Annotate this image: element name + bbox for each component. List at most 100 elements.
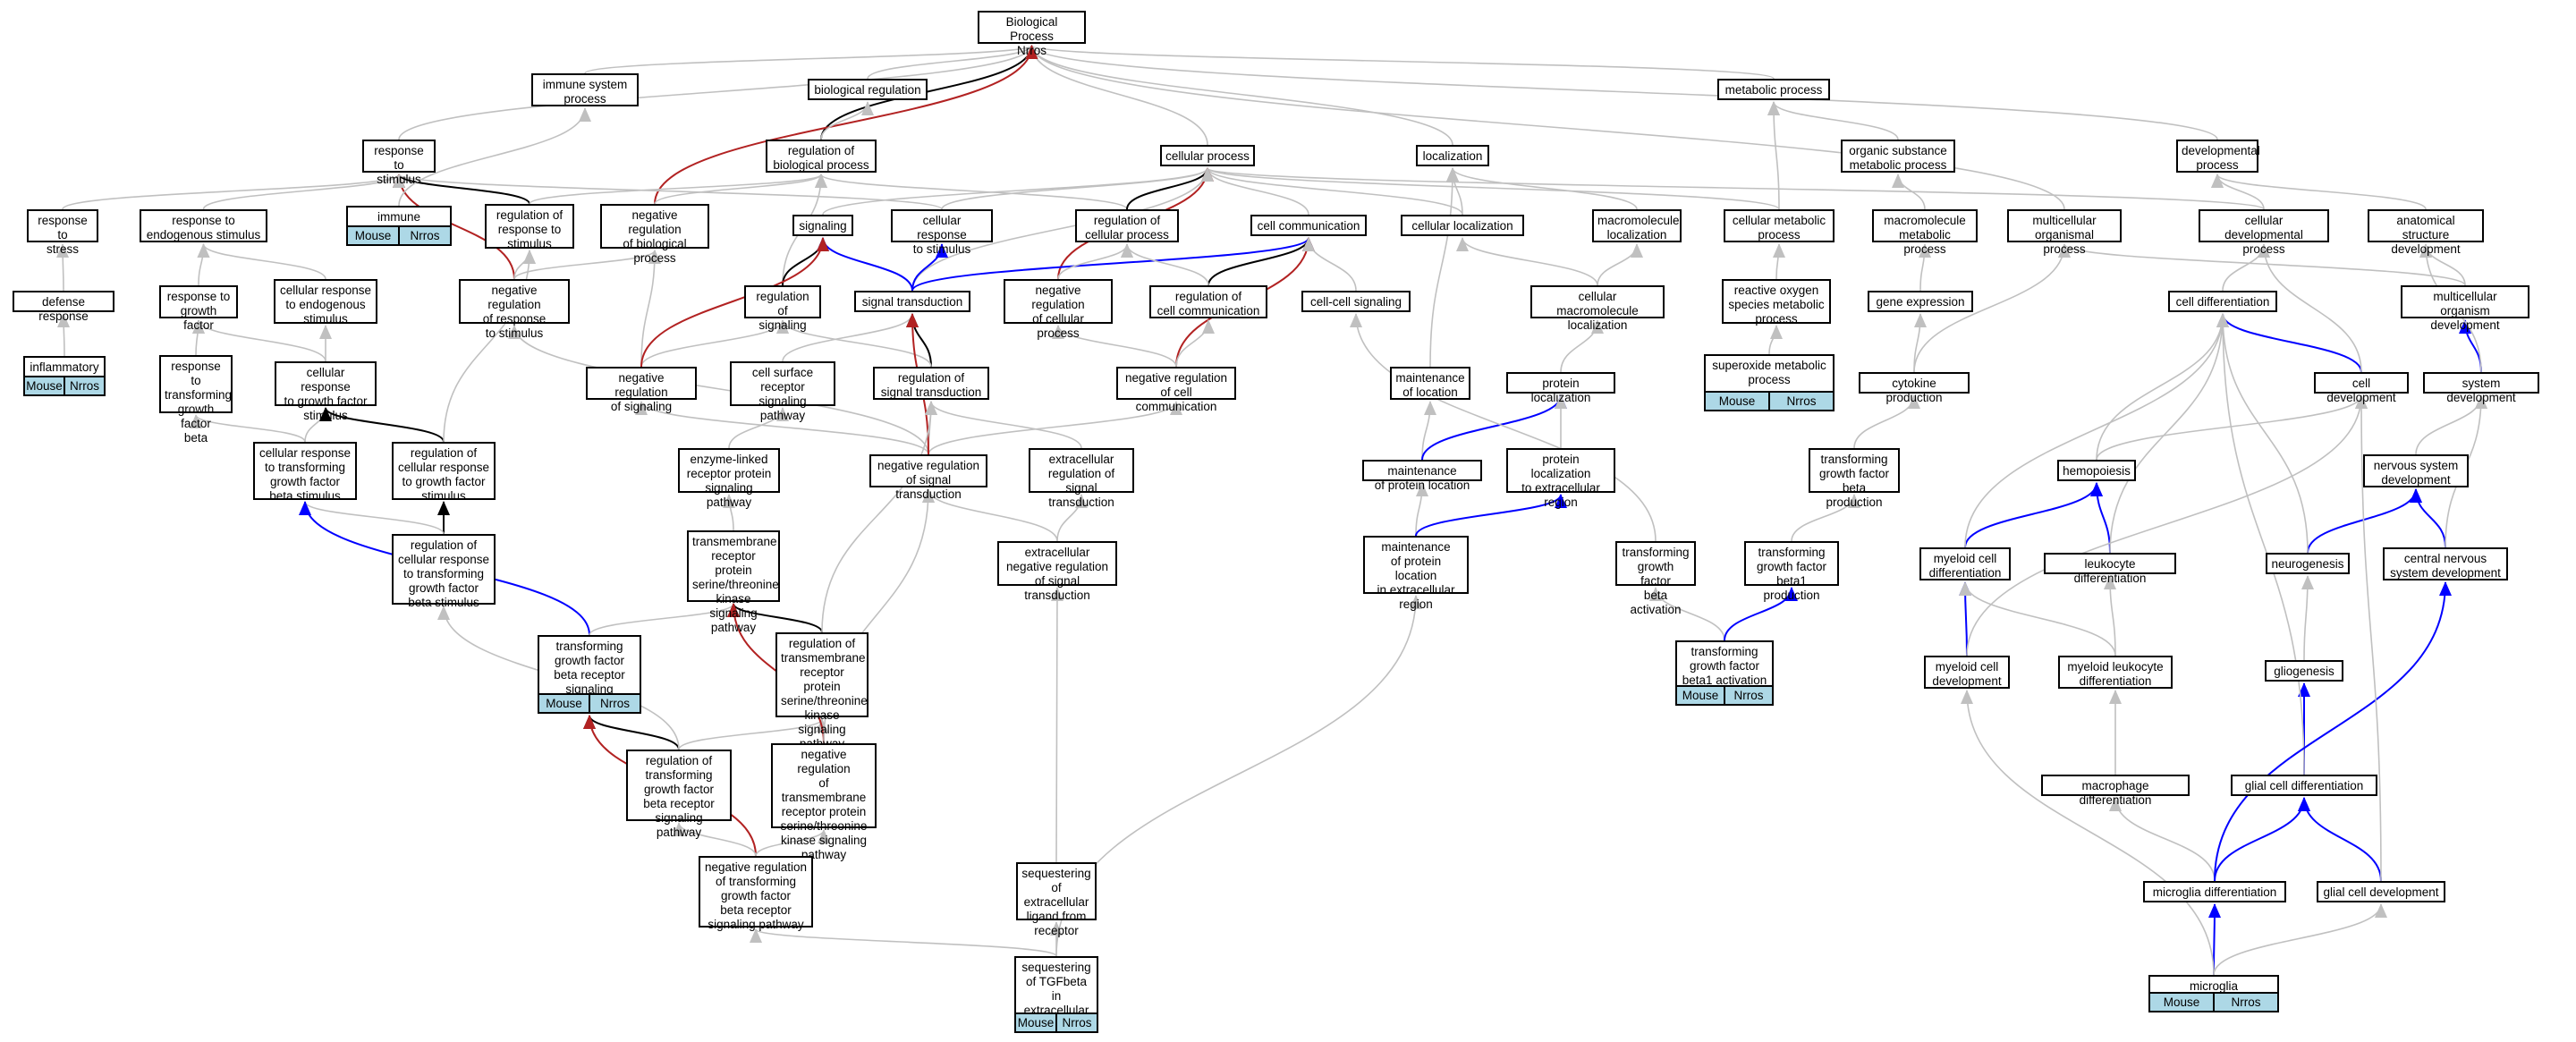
go-term-cellular-developmental-process[interactable]: cellular developmental process [2199, 209, 2329, 256]
go-term-enzyme-linked-receptor-protein-signaling-pathway[interactable]: enzyme-linked receptor protein signaling… [678, 448, 780, 509]
go-term-macromolecule-localization[interactable]: macromolecule localization [1592, 209, 1682, 242]
edge-cellular-metabolic-process-to-metabolic-process [1767, 101, 1781, 210]
go-term-protein-localization-to-extracellular-region[interactable]: protein localization to extracellular re… [1506, 448, 1615, 509]
go-term-regulation-of-cellular-process[interactable]: regulation of cellular process [1075, 209, 1179, 242]
go-term-cellular-response-to-transforming-growth-factor-beta-stimulus[interactable]: cellular response to transforming growth… [253, 442, 357, 503]
go-term-negative-regulation-of-transforming-growth-factor-beta-receptor-signaling-pathway[interactable]: negative regulation of transforming grow… [699, 856, 813, 931]
go-term-negative-regulation-of-response-to-stimulus[interactable]: negative regulation of response to stimu… [459, 279, 570, 340]
go-term-cellular-response-to-growth-factor-stimulus[interactable]: cellular response to growth factor stimu… [275, 361, 377, 422]
go-term-response-to-stress[interactable]: response to stress [27, 209, 98, 256]
go-term-maintenance-of-protein-location[interactable]: maintenance of protein location [1362, 460, 1482, 492]
go-term-root[interactable]: Biological Process Nrros [978, 11, 1086, 57]
go-term-regulation-of-biological-process[interactable]: regulation of biological process [766, 140, 877, 173]
go-term-response-to-stimulus[interactable]: response to stimulus [362, 140, 436, 186]
go-term-hemopoiesis[interactable]: hemopoiesis [2057, 460, 2136, 481]
edge-signal-transduction-to-cellular-response-to-stimulus [911, 243, 948, 292]
edge-sequestering-of-extracellular-ligand-from-receptor-to-extracellular-negative-regulation-of-signal-transduction [1050, 587, 1063, 863]
edge-transforming-growth-factor-beta1-activation-to-transforming-growth-factor-beta1-production [1724, 587, 1798, 641]
go-term-transforming-growth-factor-beta1-activation[interactable]: transforming growth factor beta1 activat… [1675, 640, 1774, 706]
go-term-cytokine-production[interactable]: cytokine production [1859, 372, 1970, 404]
go-term-gliogenesis[interactable]: gliogenesis [2265, 660, 2343, 682]
go-term-cellular-localization[interactable]: cellular localization [1401, 215, 1524, 236]
go-term-macrophage-differentiation[interactable]: macrophage differentiation [2041, 775, 2190, 807]
go-term-maintenance-of-protein-location-in-extracellular-region[interactable]: maintenance of protein location in extra… [1363, 536, 1469, 611]
go-term-regulation-of-transforming-growth-factor-beta-receptor-signaling-pathway[interactable]: regulation of transforming growth factor… [626, 750, 732, 839]
go-term-gene-expression[interactable]: gene expression [1868, 291, 1973, 312]
go-term-cell-development[interactable]: cell development [2314, 372, 2409, 404]
go-term-myeloid-cell-development[interactable]: myeloid cell development [1924, 656, 2010, 689]
go-term-cellular-response-to-endogenous-stimulus[interactable]: cellular response to endogenous stimulus [274, 279, 377, 326]
go-term-maintenance-of-location[interactable]: maintenance of location [1390, 367, 1470, 400]
go-term-macromolecule-metabolic-process[interactable]: macromolecule metabolic process [1872, 209, 1978, 256]
go-term-glial-cell-differentiation[interactable]: glial cell differentiation [2231, 775, 2377, 796]
go-term-regulation-of-cell-communication[interactable]: regulation of cell communication [1149, 285, 1267, 318]
go-term-transforming-growth-factor-beta1-production[interactable]: transforming growth factor beta1 product… [1744, 541, 1839, 602]
go-term-inflammatory-response[interactable]: inflammatory responseMouseNrros [23, 356, 106, 396]
go-term-signal-transduction[interactable]: signal transduction [854, 291, 970, 312]
go-term-microglia-development[interactable]: microglia developmentMouseNrros [2148, 975, 2279, 1012]
go-term-cellular-macromolecule-localization[interactable]: cellular macromolecule localization [1530, 285, 1665, 332]
go-term-negative-regulation-of-cellular-process[interactable]: negative regulation of cellular process [1004, 279, 1113, 340]
go-term-cell-cell-signaling[interactable]: cell-cell signaling [1301, 291, 1411, 312]
go-term-cellular-metabolic-process[interactable]: cellular metabolic process [1724, 209, 1835, 242]
go-term-cellular-response-to-stimulus[interactable]: cellular response to stimulus [891, 209, 993, 256]
go-term-transmembrane-receptor-protein-serine-threonine-kinase-signaling-pathway[interactable]: transmembrane receptor protein serine/th… [687, 530, 780, 634]
go-term-anatomical-structure-development[interactable]: anatomical structure development [2368, 209, 2484, 256]
go-term-signaling[interactable]: signaling [792, 215, 853, 236]
go-term-myeloid-cell-differentiation[interactable]: myeloid cell differentiation [1919, 547, 2011, 580]
edge-gliogenesis-to-neurogenesis [2301, 575, 2314, 661]
go-term-label: response to transforming growth factor b… [165, 360, 233, 445]
go-term-developmental-process[interactable]: developmental process [2176, 140, 2260, 173]
go-term-response-to-endogenous-stimulus[interactable]: response to endogenous stimulus [140, 209, 267, 242]
go-term-negative-regulation-of-cell-communication[interactable]: negative regulation of cell communicatio… [1116, 367, 1236, 413]
go-term-negative-regulation-of-signal-transduction[interactable]: negative regulation of signal transducti… [869, 454, 987, 501]
go-term-reactive-oxygen-species-metabolic-process[interactable]: reactive oxygen species metabolic proces… [1722, 279, 1831, 326]
go-term-multicellular-organism-development[interactable]: multicellular organism development [2401, 285, 2529, 332]
go-term-organic-substance-metabolic-process[interactable]: organic substance metabolic process [1841, 140, 1955, 173]
edge-glial-cell-development-to-cell-development [2355, 394, 2382, 882]
go-term-label: regulation of transmembrane receptor pro… [781, 637, 868, 750]
go-term-regulation-of-signaling[interactable]: regulation of signaling [744, 285, 821, 332]
go-term-transforming-growth-factor-beta-receptor-signaling-pathway[interactable]: transforming growth factor beta receptor… [538, 635, 641, 714]
go-term-extracellular-regulation-of-signal-transduction[interactable]: extracellular regulation of signal trans… [1029, 448, 1134, 509]
go-term-localization[interactable]: localization [1416, 145, 1489, 166]
go-term-metabolic-process[interactable]: metabolic process [1717, 79, 1830, 100]
go-term-multicellular-organismal-process[interactable]: multicellular organismal process [2007, 209, 2122, 256]
go-term-defense-response[interactable]: defense response [13, 291, 114, 323]
go-term-microglia-differentiation[interactable]: microglia differentiation [2143, 881, 2286, 902]
go-term-negative-regulation-of-signaling[interactable]: negative regulation of signaling [586, 367, 697, 413]
go-term-transforming-growth-factor-beta-activation[interactable]: transforming growth factor beta activati… [1615, 541, 1696, 616]
go-term-regulation-of-response-to-stimulus[interactable]: regulation of response to stimulus [485, 204, 574, 250]
go-term-cell-surface-receptor-signaling-pathway[interactable]: cell surface receptor signaling pathway [730, 361, 835, 422]
go-term-nervous-system-development[interactable]: nervous system development [2363, 454, 2469, 487]
go-term-extracellular-negative-regulation-of-signal-transduction[interactable]: extracellular negative regulation of sig… [997, 541, 1117, 602]
go-term-negative-regulation-of-biological-process[interactable]: negative regulation of biological proces… [600, 204, 709, 265]
go-term-cell-differentiation[interactable]: cell differentiation [2168, 291, 2277, 312]
go-term-cellular-process[interactable]: cellular process [1160, 145, 1255, 166]
go-term-regulation-of-signal-transduction[interactable]: regulation of signal transduction [873, 367, 989, 400]
go-term-biological-regulation[interactable]: biological regulation [808, 79, 928, 100]
go-term-response-to-growth-factor[interactable]: response to growth factor [159, 285, 238, 332]
go-term-protein-localization[interactable]: protein localization [1506, 372, 1615, 404]
go-term-regulation-of-cellular-response-to-growth-factor-stimulus[interactable]: regulation of cellular response to growt… [392, 442, 496, 503]
go-term-neurogenesis[interactable]: neurogenesis [2266, 553, 2350, 574]
go-term-sequestering-of-TGFbeta-in-extracellular-matrix[interactable]: sequestering of TGFbeta in extracellular… [1014, 956, 1098, 1033]
go-term-transforming-growth-factor-beta-production[interactable]: transforming growth factor beta producti… [1809, 448, 1900, 509]
go-term-glial-cell-development[interactable]: glial cell development [2317, 881, 2445, 902]
go-term-negative-regulation-of-transmembrane-receptor-protein-serine-threonine-kinase-signaling-pathway[interactable]: negative regulation of transmembrane rec… [771, 743, 877, 861]
edge-protein-localization-to-cellular-macromolecule-localization [1560, 319, 1604, 373]
go-term-leukocyte-differentiation[interactable]: leukocyte differentiation [2044, 553, 2176, 585]
go-term-regulation-of-cellular-response-to-transforming-growth-factor-beta-stimulus[interactable]: regulation of cellular response to trans… [392, 534, 496, 609]
go-term-system-development[interactable]: system development [2423, 372, 2539, 404]
go-term-myeloid-leukocyte-differentiation[interactable]: myeloid leukocyte differentiation [2058, 656, 2173, 689]
go-term-response-to-transforming-growth-factor-beta[interactable]: response to transforming growth factor b… [159, 355, 233, 445]
go-term-sequestering-of-extracellular-ligand-from-receptor[interactable]: sequestering of extracellular ligand fro… [1016, 862, 1097, 937]
go-term-regulation-of-transmembrane-receptor-protein-serine-threonine-kinase-signaling-pathway[interactable]: regulation of transmembrane receptor pro… [775, 632, 869, 750]
go-term-label: response to stimulus [374, 144, 424, 186]
go-term-cell-communication[interactable]: cell communication [1250, 215, 1367, 236]
go-term-immune-system-process[interactable]: immune system process [531, 73, 639, 106]
go-term-central-nervous-system-development[interactable]: central nervous system development [2383, 547, 2508, 580]
go-term-immune-response[interactable]: immune responseMouseNrros [346, 206, 452, 246]
